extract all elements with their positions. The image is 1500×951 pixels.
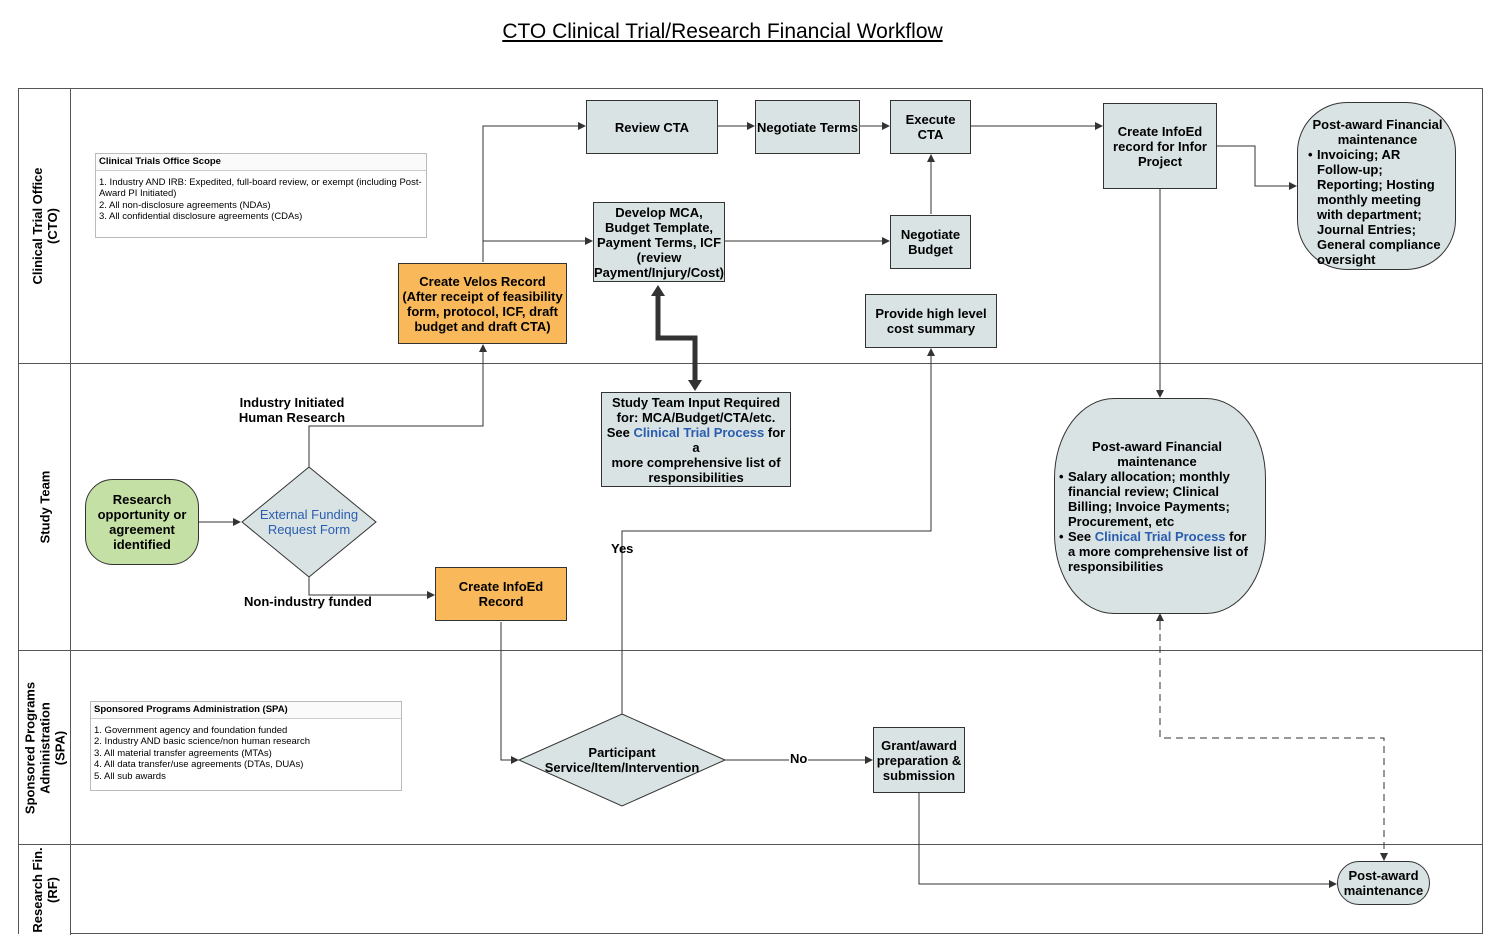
postaward-rest: for a more comprehensive list of respons… <box>1068 528 1248 574</box>
create-infoed-infor-box[interactable]: Create InfoEd record for Infor Project <box>1103 103 1217 189</box>
cto-scope-item: 1. Industry AND IRB: Expedited, full-boa… <box>99 176 422 200</box>
lane-header-spa: Sponsored Programs Administration (SPA) <box>19 651 71 844</box>
lane-study-team: Study Team <box>19 363 1482 650</box>
edge-label-industry: Industry Initiated Human Research <box>238 395 346 425</box>
cto-scope-item: 3. All confidential disclosure agreement… <box>99 211 303 222</box>
decision-external-funding <box>241 466 377 578</box>
execute-cta-box[interactable]: Execute CTA <box>890 100 971 154</box>
spa-scope-box: Sponsored Programs Administration (SPA) … <box>90 701 402 791</box>
research-opportunity-node[interactable]: Research opportunity or agreement identi… <box>85 479 199 565</box>
postaward-rf-node[interactable]: Post-award maintenance <box>1337 861 1430 905</box>
spa-scope-title: Sponsored Programs Administration (SPA) <box>91 702 401 719</box>
arrow-dashed-bidirectional <box>1159 622 1388 861</box>
edge-label-no: No <box>789 751 809 766</box>
cto-scope-title: Clinical Trials Office Scope <box>96 154 426 171</box>
negotiate-terms-box[interactable]: Negotiate Terms <box>755 100 860 154</box>
negotiate-budget-box[interactable]: Negotiate Budget <box>890 215 971 269</box>
spa-scope-item: 4. All data transfer/use agreements (DTA… <box>94 759 304 770</box>
clinical-trial-process-link-2[interactable]: Clinical Trial Process <box>1094 528 1226 544</box>
postaward-study-title: Post-award Financial maintenance <box>1091 438 1223 469</box>
postaward-cto-bullet: Invoicing; AR Follow-up; Reporting; Host… <box>1308 147 1447 267</box>
cto-scope-box: Clinical Trials Office Scope 1. Industry… <box>95 153 427 238</box>
review-cta-box[interactable]: Review CTA <box>586 100 718 154</box>
thick-bidirectional-arrow <box>655 296 698 382</box>
develop-mca-box[interactable]: Develop MCA, Budget Template, Payment Te… <box>593 202 725 282</box>
lane-rf: Research Fin. (RF) <box>19 844 1482 935</box>
create-velos-record-box[interactable]: Create Velos Record (After receipt of fe… <box>398 263 567 344</box>
postaward-study-node[interactable]: Post-award Financial maintenance Salary … <box>1054 398 1266 614</box>
study-input-rest2: more comprehensive list of <box>611 454 781 470</box>
participant-decision-label: Participant Service/Item/Intervention <box>544 745 700 775</box>
postaward-see: See <box>1068 528 1095 544</box>
arrow-decision-to-infoed <box>308 577 435 599</box>
study-input-rest1: for a <box>692 424 786 455</box>
external-funding-link[interactable]: External Funding Request Form <box>259 507 359 537</box>
arrow-infoed-to-participant <box>500 622 519 764</box>
lane-header-rf: Research Fin. (RF) <box>19 845 71 935</box>
lane-header-study-team: Study Team <box>19 364 71 650</box>
edge-label-yes: Yes <box>611 541 634 556</box>
study-team-input-box[interactable]: Study Team Input Required for: MCA/Budge… <box>601 392 791 487</box>
study-input-line1: Study Team Input Required <box>611 394 781 410</box>
postaward-cto-node[interactable]: Post-award Financial maintenance Invoici… <box>1297 102 1456 270</box>
study-input-rest3: responsibilities <box>648 469 744 485</box>
arrow-participant-yes <box>621 348 935 714</box>
clinical-trial-process-link[interactable]: Clinical Trial Process <box>633 424 765 440</box>
spa-scope-item: 3. All material transfer agreements (MTA… <box>94 747 272 759</box>
arrow-velos-to-review <box>482 122 586 262</box>
lane-cto: Clinical Trial Office (CTO) <box>19 89 1482 363</box>
decision-participant <box>517 713 727 807</box>
thick-arrowhead-up <box>651 285 665 296</box>
study-input-see: See <box>606 424 634 440</box>
spa-scope-item: 5. All sub awards <box>94 770 166 782</box>
arrow-decision-to-velos <box>308 344 487 467</box>
cost-summary-box[interactable]: Provide high level cost summary <box>865 294 997 348</box>
thick-arrowhead-down <box>688 380 702 391</box>
postaward-study-list: Salary allocation; monthly financial rev… <box>1059 469 1255 574</box>
postaward-cto-list: Invoicing; AR Follow-up; Reporting; Host… <box>1308 147 1447 267</box>
create-infoed-record-box[interactable]: Create InfoEd Record <box>435 567 567 621</box>
lane-spa: Sponsored Programs Administration (SPA) <box>19 650 1482 844</box>
diagram-title: CTO Clinical Trial/Research Financial Wo… <box>502 20 943 43</box>
lane-header-cto: Clinical Trial Office (CTO) <box>19 89 71 363</box>
cto-scope-item: 2. All non-disclosure agreements (NDAs) <box>99 199 271 211</box>
postaward-study-bullet-link: See Clinical Trial Process for a more co… <box>1059 529 1255 574</box>
study-input-line2: for: MCA/Budget/CTA/etc. <box>616 409 776 425</box>
postaward-study-bullet: Salary allocation; monthly financial rev… <box>1059 469 1255 529</box>
arrow-infoed-to-postaward <box>1217 145 1297 190</box>
arrow-grant-to-rf <box>918 793 1337 888</box>
spa-scope-item: 2. Industry AND basic science/non human … <box>94 736 310 747</box>
edge-label-non-industry: Non-industry funded <box>244 594 372 609</box>
spa-scope-item: 1. Government agency and foundation fund… <box>94 724 288 736</box>
postaward-cto-title: Post-award Financial maintenance <box>1312 117 1443 147</box>
grant-award-box[interactable]: Grant/award preparation & submission <box>873 727 965 793</box>
swimlane-container: Clinical Trial Office (CTO) Study Team S… <box>18 88 1483 935</box>
